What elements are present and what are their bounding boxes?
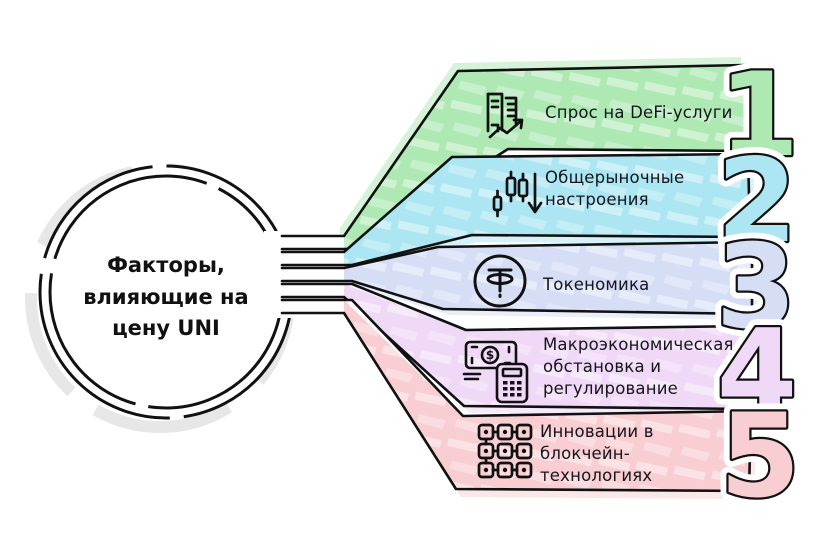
ribbon-blockchain-innovation [280,298,753,493]
svg-text:$: $ [486,348,494,362]
factor-label-blockchain-innovation: Инновации в блокчейн-технологиях [540,422,654,485]
svg-text:3: 3 [716,220,797,355]
svg-text:5: 5 [720,389,801,524]
number-4: 4 [717,305,798,440]
factor-label-defi-demand: Спрос на DeFi-услуги [545,103,733,122]
factor-label-macro-regulation: Макроэкономическая обстановка и регулиро… [543,335,734,398]
ribbon-tokenomics [280,240,754,316]
ribbon-market-sentiment [280,152,752,267]
number-3: 3 [716,220,797,355]
title-line-1: Факторы, [107,253,225,277]
factor-label-market-sentiment: Общерыночные настроения [545,168,685,209]
number-1: 1 [719,48,800,183]
token-coin-icon [473,254,527,308]
city-growth-icon [486,92,524,139]
factor-label-tokenomics: Токеномика [543,275,650,294]
diagram-title: Факторы, влияющие на цену UNI [58,250,274,345]
money-calculator-icon: $ [462,340,529,404]
svg-text:4: 4 [717,305,798,440]
svg-text:2: 2 [717,134,798,269]
candlestick-down-icon [492,170,543,218]
blockchain-grid-icon [477,423,533,479]
number-2: 2 [717,134,798,269]
step-numbers: 1 1 2 2 3 3 4 4 5 5 [708,40,809,532]
svg-text:1: 1 [719,48,800,183]
title-line-2: влияющие на [83,284,249,309]
title-line-3: цену UNI [112,316,220,340]
number-5: 5 [720,389,801,524]
